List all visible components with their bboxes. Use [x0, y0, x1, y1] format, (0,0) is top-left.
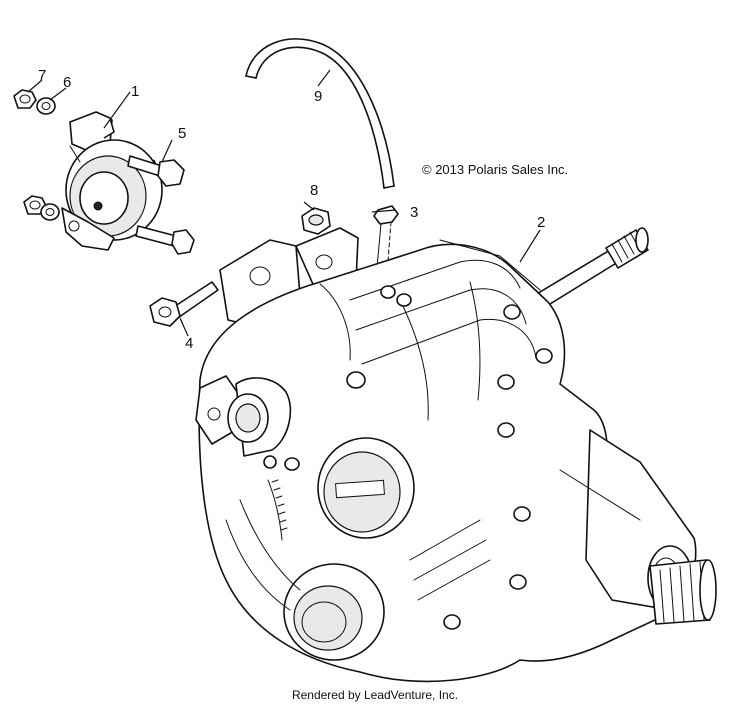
part-washer-lower[interactable]: [40, 203, 60, 221]
callout-5: 5: [178, 125, 186, 142]
callouts: 1 2 3 4 5 6 7 8 9: [38, 67, 545, 352]
part-nut-7[interactable]: [13, 89, 37, 109]
callout-1: 1: [131, 83, 139, 100]
leader-lines: [27, 69, 541, 337]
footer-credit: Rendered by LeadVenture, Inc.: [291, 688, 459, 702]
callout-9: 9: [314, 88, 322, 105]
callout-4: 4: [185, 335, 193, 352]
part-bolt-4-lower[interactable]: [149, 281, 219, 327]
part-bolt-4-upper[interactable]: [135, 225, 195, 255]
callout-7: 7: [38, 67, 46, 84]
copyright-notice: © 2013 Polaris Sales Inc.: [422, 162, 569, 177]
callout-8: 8: [310, 182, 318, 199]
callout-2: 2: [537, 214, 545, 231]
part-bolt-5[interactable]: [127, 155, 185, 187]
callout-6: 6: [63, 74, 71, 91]
part-nut-8[interactable]: [301, 207, 331, 235]
part-rear-output-spline[interactable]: [649, 559, 717, 625]
part-washer-6[interactable]: [36, 97, 56, 115]
part-transmission-housing[interactable]: [195, 227, 697, 683]
callout-3: 3: [410, 204, 418, 221]
part-vent-hose[interactable]: [245, 38, 395, 189]
